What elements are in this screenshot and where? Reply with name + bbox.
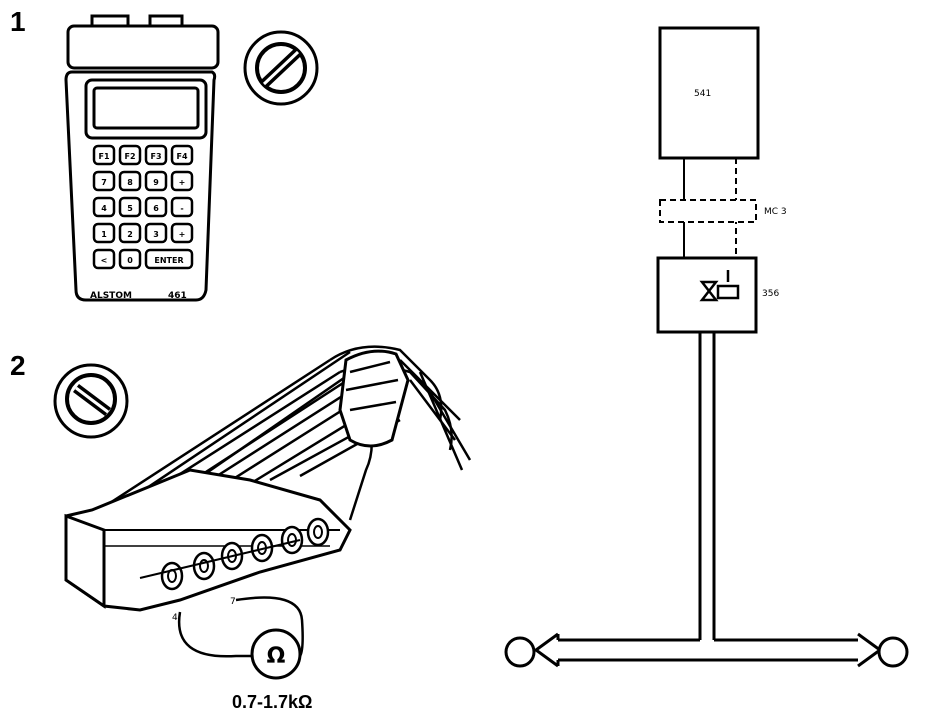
keypad-key[interactable]: ENTER — [144, 248, 194, 270]
keypad-key[interactable]: 2 — [118, 222, 142, 244]
keypad-key[interactable]: 6 — [144, 196, 168, 218]
keypad-key[interactable]: + — [170, 222, 194, 244]
connector-box — [659, 199, 757, 223]
keypad-key-label: F4 — [176, 152, 187, 161]
keypad-key[interactable]: 8 — [118, 170, 142, 192]
resistance-spec: 0.7-1.7kΩ — [232, 692, 313, 712]
keypad-key-label: 9 — [153, 178, 159, 187]
pin-label-b: 7 — [230, 597, 236, 607]
ecu-label: 541 — [694, 89, 711, 99]
keypad-key[interactable]: F3 — [144, 144, 168, 166]
keypad-key-label: 8 — [127, 178, 133, 187]
keypad-key[interactable]: 7 — [92, 170, 116, 192]
keypad-key-label: ENTER — [154, 256, 183, 265]
probe-leads — [177, 596, 304, 658]
diagnostic-tester: F1 F2 F3 F4 7 8 9 +4 5 6 - 1 2 3 + <0 ENTER — [64, 14, 220, 302]
keypad-key[interactable]: 5 — [118, 196, 142, 218]
ignition-key-icon — [243, 30, 319, 106]
keypad-key-label: F3 — [150, 152, 161, 161]
ecu-box — [658, 26, 760, 160]
keypad-key-label: - — [180, 204, 183, 213]
ohmmeter-symbol: Ω — [267, 644, 286, 669]
keypad-key-label: 2 — [127, 230, 133, 239]
keypad-key[interactable]: F2 — [118, 144, 142, 166]
keypad-key-label: + — [179, 178, 186, 187]
schematic — [504, 26, 909, 668]
keypad-key[interactable]: 4 — [92, 196, 116, 218]
keypad-key[interactable]: F1 — [92, 144, 116, 166]
keypad-key-label: 0 — [127, 256, 133, 265]
connector-pin-hole — [313, 525, 323, 539]
step-1-number: 1 — [10, 6, 26, 37]
connector-pin — [280, 525, 304, 555]
keypad-key[interactable]: 9 — [144, 170, 168, 192]
connector-pin-hole — [199, 559, 209, 573]
keypad-key-label: F1 — [98, 152, 109, 161]
wiring-harness — [95, 345, 472, 522]
keypad-key[interactable]: + — [170, 170, 194, 192]
pin-label-a: 4 — [172, 613, 178, 623]
keypad-key-label: 6 — [153, 204, 159, 213]
keypad-key-label: 1 — [101, 230, 107, 239]
keypad-key-label: 7 — [101, 178, 107, 187]
sensor-symbol-icon — [699, 270, 740, 302]
keypad-key-label: 5 — [127, 204, 133, 213]
keypad-key-label: < — [101, 256, 108, 265]
keypad-key[interactable]: 0 — [118, 248, 142, 270]
tester-brand: ALSTOM — [90, 291, 132, 301]
sensor-label: 356 — [762, 289, 779, 299]
connector-pin — [306, 517, 330, 547]
keypad-key-label: 4 — [101, 204, 107, 213]
keypad-key-label: + — [179, 230, 186, 239]
ecu-connector — [64, 468, 352, 612]
ignition-key-icon — [53, 363, 129, 439]
tester-model: 461 — [168, 291, 187, 301]
keypad-key-label: 3 — [153, 230, 159, 239]
keypad-key[interactable]: 1 — [92, 222, 116, 244]
ohmmeter-icon: Ω — [250, 628, 302, 680]
step-2-number: 2 — [10, 350, 26, 381]
connector-label: MC 3 — [764, 207, 787, 217]
connector-pin — [192, 551, 216, 581]
connector-pin — [160, 561, 184, 591]
keypad-key[interactable]: 3 — [144, 222, 168, 244]
keypad-key[interactable]: - — [170, 196, 194, 218]
keypad-key-label: F2 — [124, 152, 135, 161]
keypad-key[interactable]: < — [92, 248, 116, 270]
keypad-key[interactable]: F4 — [170, 144, 194, 166]
